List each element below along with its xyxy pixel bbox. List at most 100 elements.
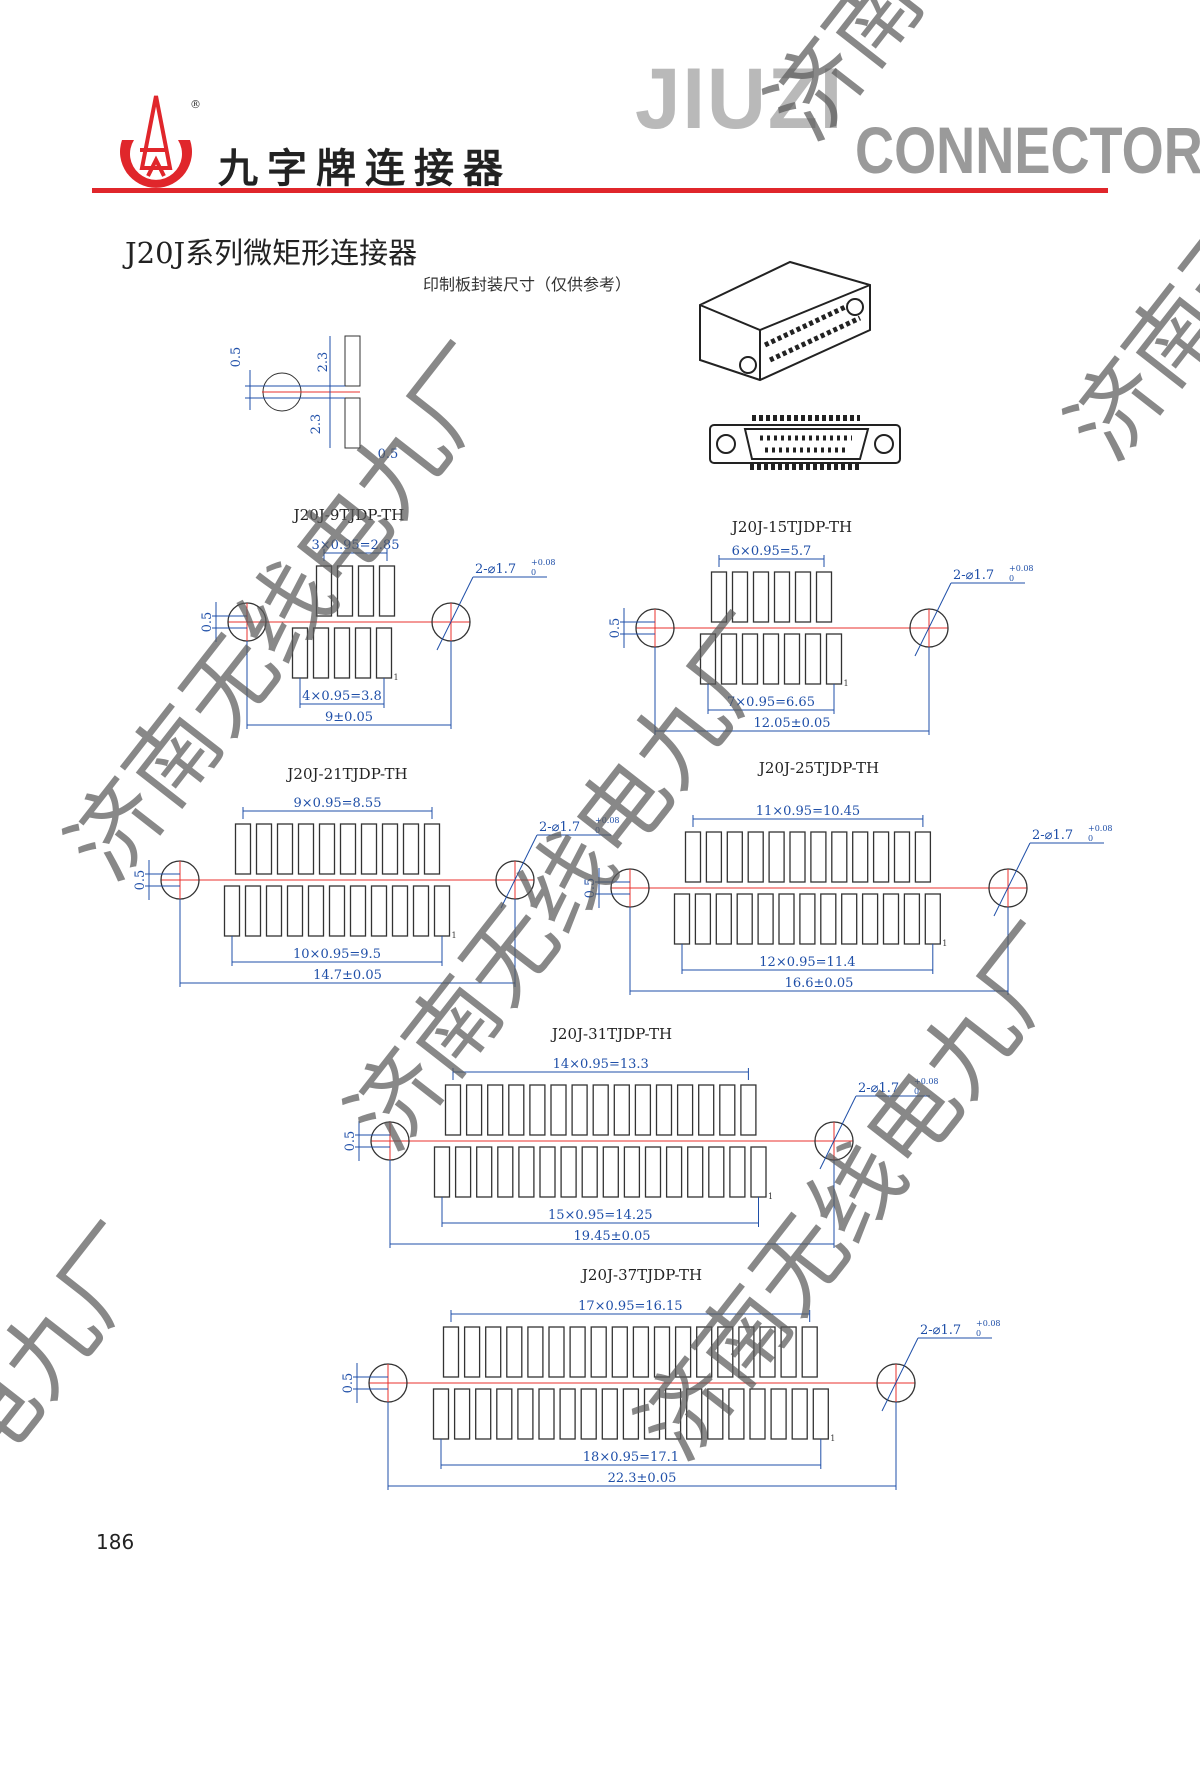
logo-emblem: ® [120,95,201,188]
footprint-j20j-9tjdp-th: J20J-9TJDP-TH3×0.95=2.854×0.95=3.819±0.0… [200,506,556,729]
pad [740,1084,757,1136]
pad [444,1084,462,1136]
pad [705,831,723,883]
pad [560,1146,577,1198]
pad [729,1146,746,1198]
pad [391,885,409,937]
pad [780,1326,797,1378]
pad [634,1084,652,1136]
hole-tolerance-minus: 0 [1088,834,1093,843]
hole-callout: 2-⌀1.7 [953,568,994,583]
pad [370,885,388,937]
pad [344,397,361,449]
pad [665,1146,683,1198]
pad [750,1146,767,1198]
page-number: 186 [96,1530,135,1554]
pad [882,893,900,945]
pad [696,1326,713,1378]
dimension-label: 2.3 [309,414,324,435]
pad [559,1388,576,1440]
page-title: J20J系列微矩形连接器 [125,236,418,270]
hole-tolerance-minus: 0 [595,826,600,835]
pad [768,831,785,883]
pad [914,831,932,883]
pad [812,1388,829,1440]
page-subtitle: 印制板封装尺寸（仅供参考） [423,275,632,294]
pad [757,893,774,945]
pin-1-label: 1 [394,673,399,682]
pin-1-label: 1 [844,679,849,688]
pad [433,885,451,937]
pad [852,831,869,883]
pad [655,1084,673,1136]
pad [375,627,393,679]
footprint-title: J20J-25TJDP-TH [757,759,879,777]
pad [442,1326,460,1378]
pad [357,565,375,617]
pad [699,633,717,685]
pin-1-label: 1 [830,1434,835,1443]
dimension-line [881,1337,919,1412]
hole-tolerance-plus: +0.08 [531,558,556,567]
hole-tolerance-plus: +0.08 [914,1077,939,1086]
hole-tolerance-minus: 0 [914,1087,919,1096]
pad [731,571,749,623]
pad [715,893,732,945]
pad [644,1146,662,1198]
bottom-pitch-dimension: 7×0.95=6.65 [727,695,815,710]
pad [708,1146,725,1198]
connector-front-image [709,415,901,470]
pad [234,823,252,875]
pad [485,1326,502,1378]
pad [676,1084,694,1136]
pad [759,1326,776,1378]
hole-callout: 2-⌀1.7 [1032,828,1073,843]
pad [476,1146,493,1198]
footprint-j20j-25tjdp-th: J20J-25TJDP-TH11×0.95=10.4512×0.95=11.41… [583,759,1113,995]
dimension-label: 2.3 [316,352,331,373]
pad [694,893,712,945]
pad [339,823,357,875]
pad [569,1326,586,1378]
pad [684,831,702,883]
pad [344,335,361,387]
pad [333,627,351,679]
pad [810,831,827,883]
pad [381,823,399,875]
pad [378,565,396,617]
bottom-pitch-dimension: 18×0.95=17.1 [583,1450,679,1465]
hole-tolerance-minus: 0 [976,1329,981,1338]
pad [465,1084,483,1136]
offset-dimension: 0.5 [343,1131,358,1152]
pad [686,1388,703,1440]
footprint-j20j-31tjdp-th: J20J-31TJDP-TH14×0.95=13.315×0.95=14.251… [343,1025,939,1248]
footprint-j20j-21tjdp-th: J20J-21TJDP-TH9×0.95=8.5510×0.95=9.5114.… [133,765,620,987]
dimension-line [436,576,474,651]
pad [590,1326,607,1378]
pad [741,633,759,685]
pad [762,633,780,685]
pad [861,893,879,945]
pad [791,1388,808,1440]
bottom-pitch-dimension: 4×0.95=3.8 [302,689,382,704]
footprint-title: J20J-15TJDP-TH [730,518,852,536]
footprint-j20j-15tjdp-th: J20J-15TJDP-TH6×0.95=5.77×0.95=6.65112.0… [608,518,1034,735]
pad [548,1326,565,1378]
pad [286,885,304,937]
top-pitch-dimension: 6×0.95=5.7 [732,544,812,559]
pad [538,1388,555,1440]
offset-dimension: 0.5 [608,618,623,639]
pad [825,633,843,685]
offset-dimension: 0.5 [341,1373,356,1394]
pad [872,831,890,883]
hole-callout: 2-⌀1.7 [539,820,580,835]
pad [508,1084,525,1136]
hole-spacing-dimension: 9±0.05 [325,710,373,725]
top-pitch-dimension: 11×0.95=10.45 [756,804,861,819]
pad [336,565,354,617]
pad [749,1388,766,1440]
pad [463,1326,481,1378]
dimension-label: 0.5 [378,447,399,462]
pad [903,893,921,945]
pad [726,831,743,883]
